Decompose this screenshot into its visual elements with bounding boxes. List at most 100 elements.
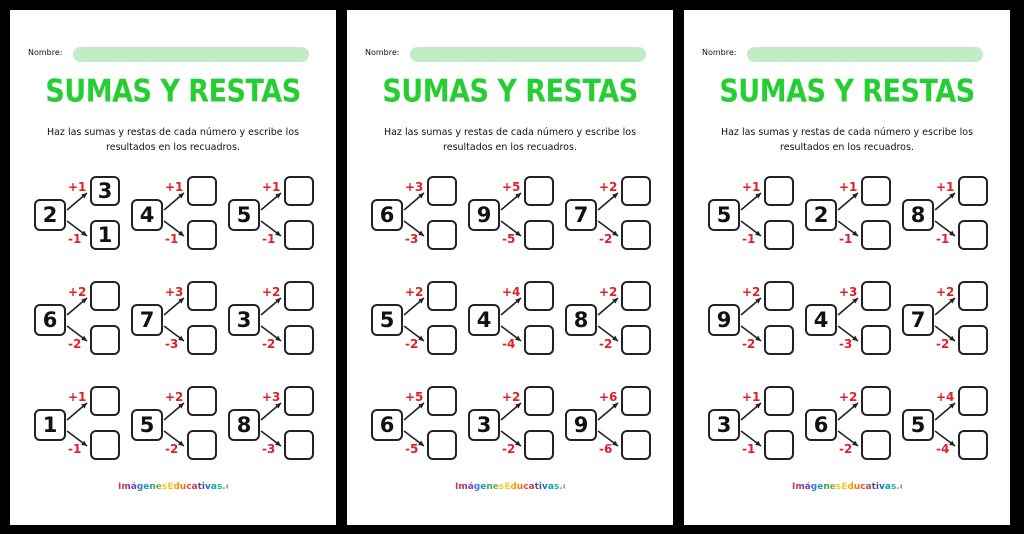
arrow-down-icon — [163, 325, 185, 342]
answer-box-sum[interactable] — [621, 386, 651, 416]
arrow-down-icon — [934, 220, 956, 237]
answer-box-difference[interactable] — [621, 220, 651, 250]
arrow-up-icon — [260, 192, 282, 211]
subtract-operator: -2 — [405, 337, 419, 351]
arrows — [403, 192, 425, 237]
exercise: 4+4-4 — [464, 279, 564, 359]
answer-box-sum[interactable]: 3 — [90, 176, 120, 206]
arrow-up-icon — [934, 192, 956, 211]
start-number: 6 — [371, 199, 403, 231]
answer-box-sum[interactable] — [621, 176, 651, 206]
answer-box-difference[interactable] — [90, 430, 120, 460]
subtract-operator: -4 — [936, 442, 950, 456]
answer-box-difference[interactable] — [861, 325, 891, 355]
answer-box-sum[interactable] — [861, 386, 891, 416]
answer-box-difference[interactable] — [861, 430, 891, 460]
footer-brand: ImágenesEducativas.com — [118, 482, 247, 492]
answer-box-sum[interactable] — [90, 386, 120, 416]
arrows — [597, 297, 619, 342]
answer-box-difference[interactable] — [524, 220, 554, 250]
answer-box-sum[interactable] — [427, 386, 457, 416]
answer-box-sum[interactable] — [958, 386, 988, 416]
exercise: 6+2-2 — [30, 279, 130, 359]
arrow-down-icon — [597, 430, 619, 447]
arrow-down-icon — [403, 220, 425, 237]
arrows — [934, 297, 956, 342]
answer-box-difference[interactable] — [861, 220, 891, 250]
start-number: 6 — [371, 409, 403, 441]
answer-box-sum[interactable] — [427, 281, 457, 311]
arrows — [934, 402, 956, 447]
arrow-down-icon — [837, 220, 859, 237]
answer-box-difference[interactable] — [764, 325, 794, 355]
subtract-operator: -3 — [405, 232, 419, 246]
answer-box-difference[interactable] — [187, 430, 217, 460]
answer-box-sum[interactable] — [764, 386, 794, 416]
answer-box-sum[interactable] — [284, 281, 314, 311]
start-number: 3 — [228, 304, 260, 336]
subtract-operator: -5 — [502, 232, 516, 246]
answer-box-sum[interactable] — [187, 281, 217, 311]
arrows — [934, 192, 956, 237]
answer-box-sum[interactable] — [284, 386, 314, 416]
start-number: 4 — [805, 304, 837, 336]
answer-box-difference[interactable] — [187, 220, 217, 250]
answer-box-sum[interactable] — [861, 176, 891, 206]
answer-box-sum[interactable] — [764, 281, 794, 311]
arrows — [260, 297, 282, 342]
arrows — [260, 402, 282, 447]
answer-box-difference[interactable] — [524, 430, 554, 460]
answer-box-sum[interactable] — [524, 281, 554, 311]
name-input[interactable] — [410, 47, 646, 62]
arrow-up-icon — [597, 192, 619, 211]
exercise: 7+3-3 — [127, 279, 227, 359]
exercise: 2+1-1 — [801, 174, 901, 254]
start-number: 9 — [468, 199, 500, 231]
name-input[interactable] — [747, 47, 983, 62]
exercise: 4+3-3 — [801, 279, 901, 359]
start-number: 7 — [565, 199, 597, 231]
answer-box-sum[interactable] — [90, 281, 120, 311]
answer-box-difference[interactable] — [187, 325, 217, 355]
answer-box-difference[interactable] — [90, 325, 120, 355]
answer-box-sum[interactable] — [861, 281, 891, 311]
answer-box-sum[interactable] — [958, 176, 988, 206]
answer-box-sum[interactable] — [621, 281, 651, 311]
answer-box-difference[interactable] — [284, 325, 314, 355]
answer-box-difference[interactable] — [427, 325, 457, 355]
subtract-operator: -1 — [936, 232, 950, 246]
answer-box-sum[interactable] — [524, 176, 554, 206]
answer-box-difference[interactable] — [764, 430, 794, 460]
answer-box-sum[interactable] — [958, 281, 988, 311]
arrow-down-icon — [500, 220, 522, 237]
answer-box-difference[interactable] — [958, 325, 988, 355]
add-operator: +1 — [165, 180, 184, 194]
name-input[interactable] — [73, 47, 309, 62]
answer-box-difference[interactable] — [284, 430, 314, 460]
arrow-up-icon — [934, 402, 956, 421]
add-operator: +2 — [165, 390, 184, 404]
answer-box-difference[interactable] — [958, 430, 988, 460]
start-number: 7 — [131, 304, 163, 336]
answer-box-sum[interactable] — [187, 386, 217, 416]
add-operator: +2 — [68, 285, 87, 299]
answer-box-sum[interactable] — [764, 176, 794, 206]
answer-box-sum[interactable] — [427, 176, 457, 206]
answer-box-difference[interactable] — [621, 325, 651, 355]
arrow-up-icon — [66, 402, 88, 421]
answer-box-difference[interactable] — [621, 430, 651, 460]
add-operator: +1 — [742, 390, 761, 404]
answer-box-sum[interactable] — [284, 176, 314, 206]
answer-box-sum[interactable] — [187, 176, 217, 206]
answer-box-difference[interactable] — [764, 220, 794, 250]
answer-box-difference[interactable] — [958, 220, 988, 250]
answer-box-sum[interactable] — [524, 386, 554, 416]
answer-box-difference[interactable] — [284, 220, 314, 250]
answer-box-difference[interactable]: 1 — [90, 220, 120, 250]
answer-box-difference[interactable] — [524, 325, 554, 355]
answer-box-difference[interactable] — [427, 220, 457, 250]
answer-box-difference[interactable] — [427, 430, 457, 460]
start-number: 1 — [34, 409, 66, 441]
add-operator: +1 — [839, 180, 858, 194]
